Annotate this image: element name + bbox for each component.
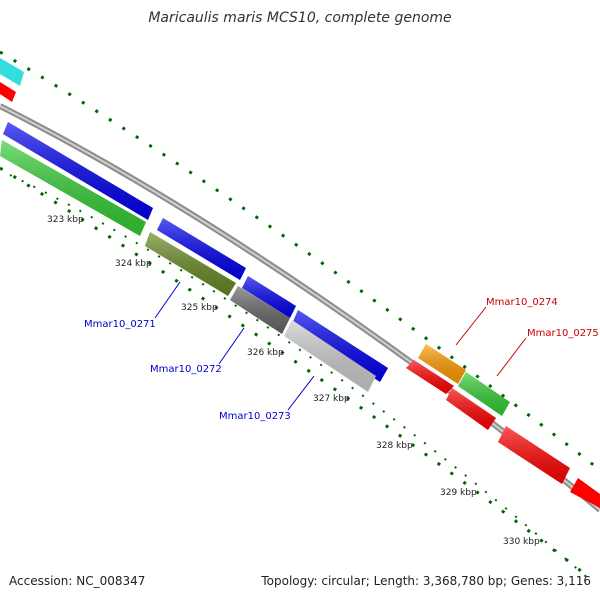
scale-labels: 323 kbp 324 kbp 325 kbp 326 kbp 327 kbp … bbox=[47, 215, 540, 547]
scale-label: 323 kbp bbox=[47, 215, 84, 225]
scale-label: 325 kbp bbox=[181, 303, 218, 313]
cds-red-4 bbox=[570, 478, 600, 508]
gene-label-Mmar10_0271[interactable]: Mmar10_0271 bbox=[84, 319, 156, 330]
feature-cyan bbox=[0, 58, 24, 86]
scale-label: 326 kbp bbox=[247, 348, 284, 358]
gene-label-Mmar10_0272[interactable]: Mmar10_0272 bbox=[150, 364, 222, 375]
gene-label-Mmar10_0275[interactable]: Mmar10_0275 bbox=[527, 328, 599, 339]
cds-blue-1 bbox=[3, 122, 153, 220]
gene-label-Mmar10_0273[interactable]: Mmar10_0273 bbox=[219, 411, 291, 422]
gene-Mmar10_0275[interactable] bbox=[458, 372, 510, 416]
cds-blue-2 bbox=[157, 218, 246, 280]
accession-text: Accession: NC_008347 bbox=[9, 574, 146, 588]
gene-Mmar10_0274[interactable] bbox=[418, 344, 466, 384]
label-leaders bbox=[154, 281, 527, 411]
genome-summary-text: Topology: circular; Length: 3,368,780 bp… bbox=[261, 574, 591, 588]
scale-label: 324 kbp bbox=[115, 259, 152, 269]
cds-red-1 bbox=[406, 360, 454, 394]
cds-red-3 bbox=[498, 426, 570, 484]
feature-red-top bbox=[0, 82, 16, 102]
gene-Mmar10_0271[interactable] bbox=[145, 232, 236, 296]
cds-blue-4 bbox=[292, 310, 388, 382]
map-title: Maricaulis maris MCS10, complete genome bbox=[148, 10, 452, 26]
scale-label: 330 kbp bbox=[503, 537, 540, 547]
scale-label: 329 kbp bbox=[440, 488, 477, 498]
inner-tick-ring bbox=[9, 174, 591, 581]
scale-label: 328 kbp bbox=[376, 441, 413, 451]
gene-Mmar10_0272[interactable] bbox=[230, 286, 290, 334]
gene-labels: Mmar10_0271 Mmar10_0272 Mmar10_0273 Mmar… bbox=[84, 297, 599, 422]
cds-red-2 bbox=[446, 388, 496, 430]
gene-label-Mmar10_0274[interactable]: Mmar10_0274 bbox=[486, 297, 558, 308]
gene-Mmar10_0273[interactable] bbox=[284, 320, 376, 392]
feature-green-1 bbox=[0, 140, 146, 236]
cds-blue-3 bbox=[242, 276, 296, 318]
scale-label: 327 kbp bbox=[313, 394, 350, 404]
